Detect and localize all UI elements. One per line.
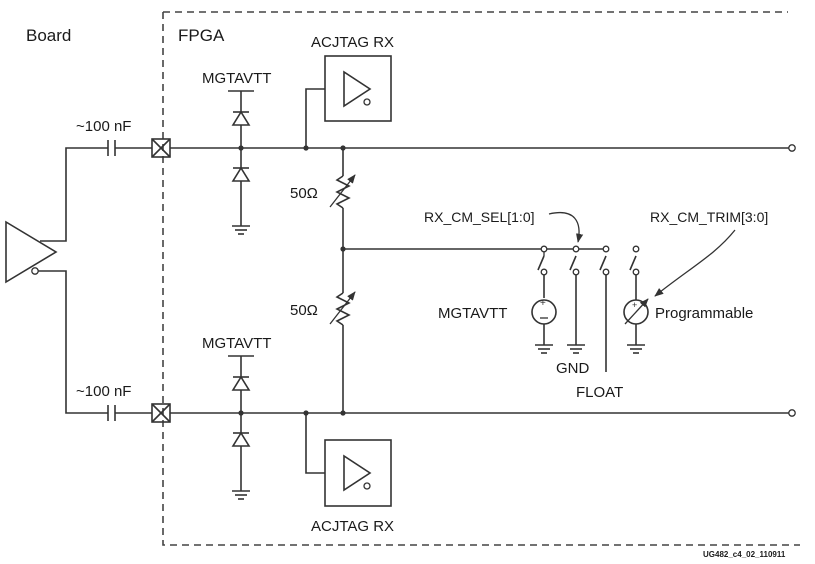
- programmable-label: Programmable: [655, 305, 753, 322]
- resistor-bottom-label: 50Ω: [290, 302, 318, 319]
- svg-text:+: +: [540, 298, 546, 309]
- gnd-label: GND: [556, 360, 590, 377]
- rx-cm-trim-label: RX_CM_TRIM[3:0]: [650, 209, 768, 225]
- cap-top-label: ~100 nF: [76, 118, 131, 135]
- esd-clamp-top: [228, 90, 254, 235]
- figure-id: UG482_c4_02_110911: [703, 550, 786, 559]
- pad-bottom: [151, 403, 171, 423]
- board-driver: [5, 147, 108, 414]
- cap-bottom: [107, 405, 152, 421]
- fpga-label: FPGA: [178, 26, 225, 45]
- output-terminal-top: [788, 144, 796, 152]
- fpga-boundary: [162, 11, 800, 546]
- svg-text:+: +: [632, 300, 637, 310]
- board-label: Board: [26, 26, 71, 45]
- acjtag-rx-bottom-label: ACJTAG RX: [311, 518, 394, 535]
- mgtavtt-source-label: MGTAVTT: [438, 305, 507, 322]
- mgtavtt-top-label: MGTAVTT: [202, 70, 271, 87]
- switch-gnd: [567, 255, 585, 354]
- acjtag-rx-bottom: [303, 410, 392, 507]
- float-label: FLOAT: [576, 384, 623, 401]
- acjtag-rx-top-label: ACJTAG RX: [311, 34, 394, 51]
- switch-programmable: +: [623, 255, 649, 354]
- mgtavtt-bottom-label: MGTAVTT: [202, 335, 271, 352]
- cm-node: [340, 245, 640, 253]
- rx-cm-sel-label: RX_CM_SEL[1:0]: [424, 209, 535, 225]
- rx-cm-sel-arrow: [548, 212, 584, 243]
- resistor-top-label: 50Ω: [290, 185, 318, 202]
- cap-top: [107, 140, 152, 156]
- resistor-bottom: [329, 249, 356, 416]
- resistor-top: [329, 145, 356, 249]
- rx-cm-trim-arrow: [654, 229, 736, 297]
- cap-bottom-label: ~100 nF: [76, 383, 131, 400]
- switch-mgtavtt: +: [531, 252, 557, 354]
- output-terminal-bottom: [788, 409, 796, 417]
- esd-clamp-bottom: [228, 355, 254, 500]
- switch-float: [599, 255, 610, 372]
- acjtag-rx-top: [303, 55, 392, 151]
- pad-top: [151, 138, 171, 158]
